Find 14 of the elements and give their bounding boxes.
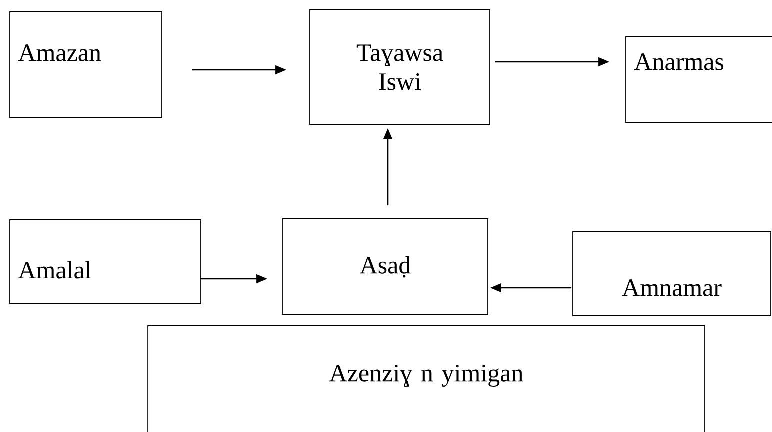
text-box bbox=[148, 326, 706, 432]
node-label: Anarmas bbox=[634, 54, 724, 70]
text-box bbox=[626, 36, 772, 124]
text-box bbox=[10, 12, 162, 118]
text-box bbox=[310, 10, 490, 126]
node-label: Amnamar bbox=[622, 280, 722, 296]
text-box bbox=[572, 232, 772, 316]
node-label: Amalal bbox=[18, 261, 92, 279]
node-label: Taɣawsa Iswi bbox=[356, 44, 444, 90]
node-label: Azenziɣ n yimigan bbox=[330, 365, 524, 387]
node-label: Amazan bbox=[18, 44, 102, 62]
text-box bbox=[10, 220, 202, 304]
node-label: Asaḍ bbox=[360, 256, 411, 278]
text-box bbox=[282, 218, 488, 316]
